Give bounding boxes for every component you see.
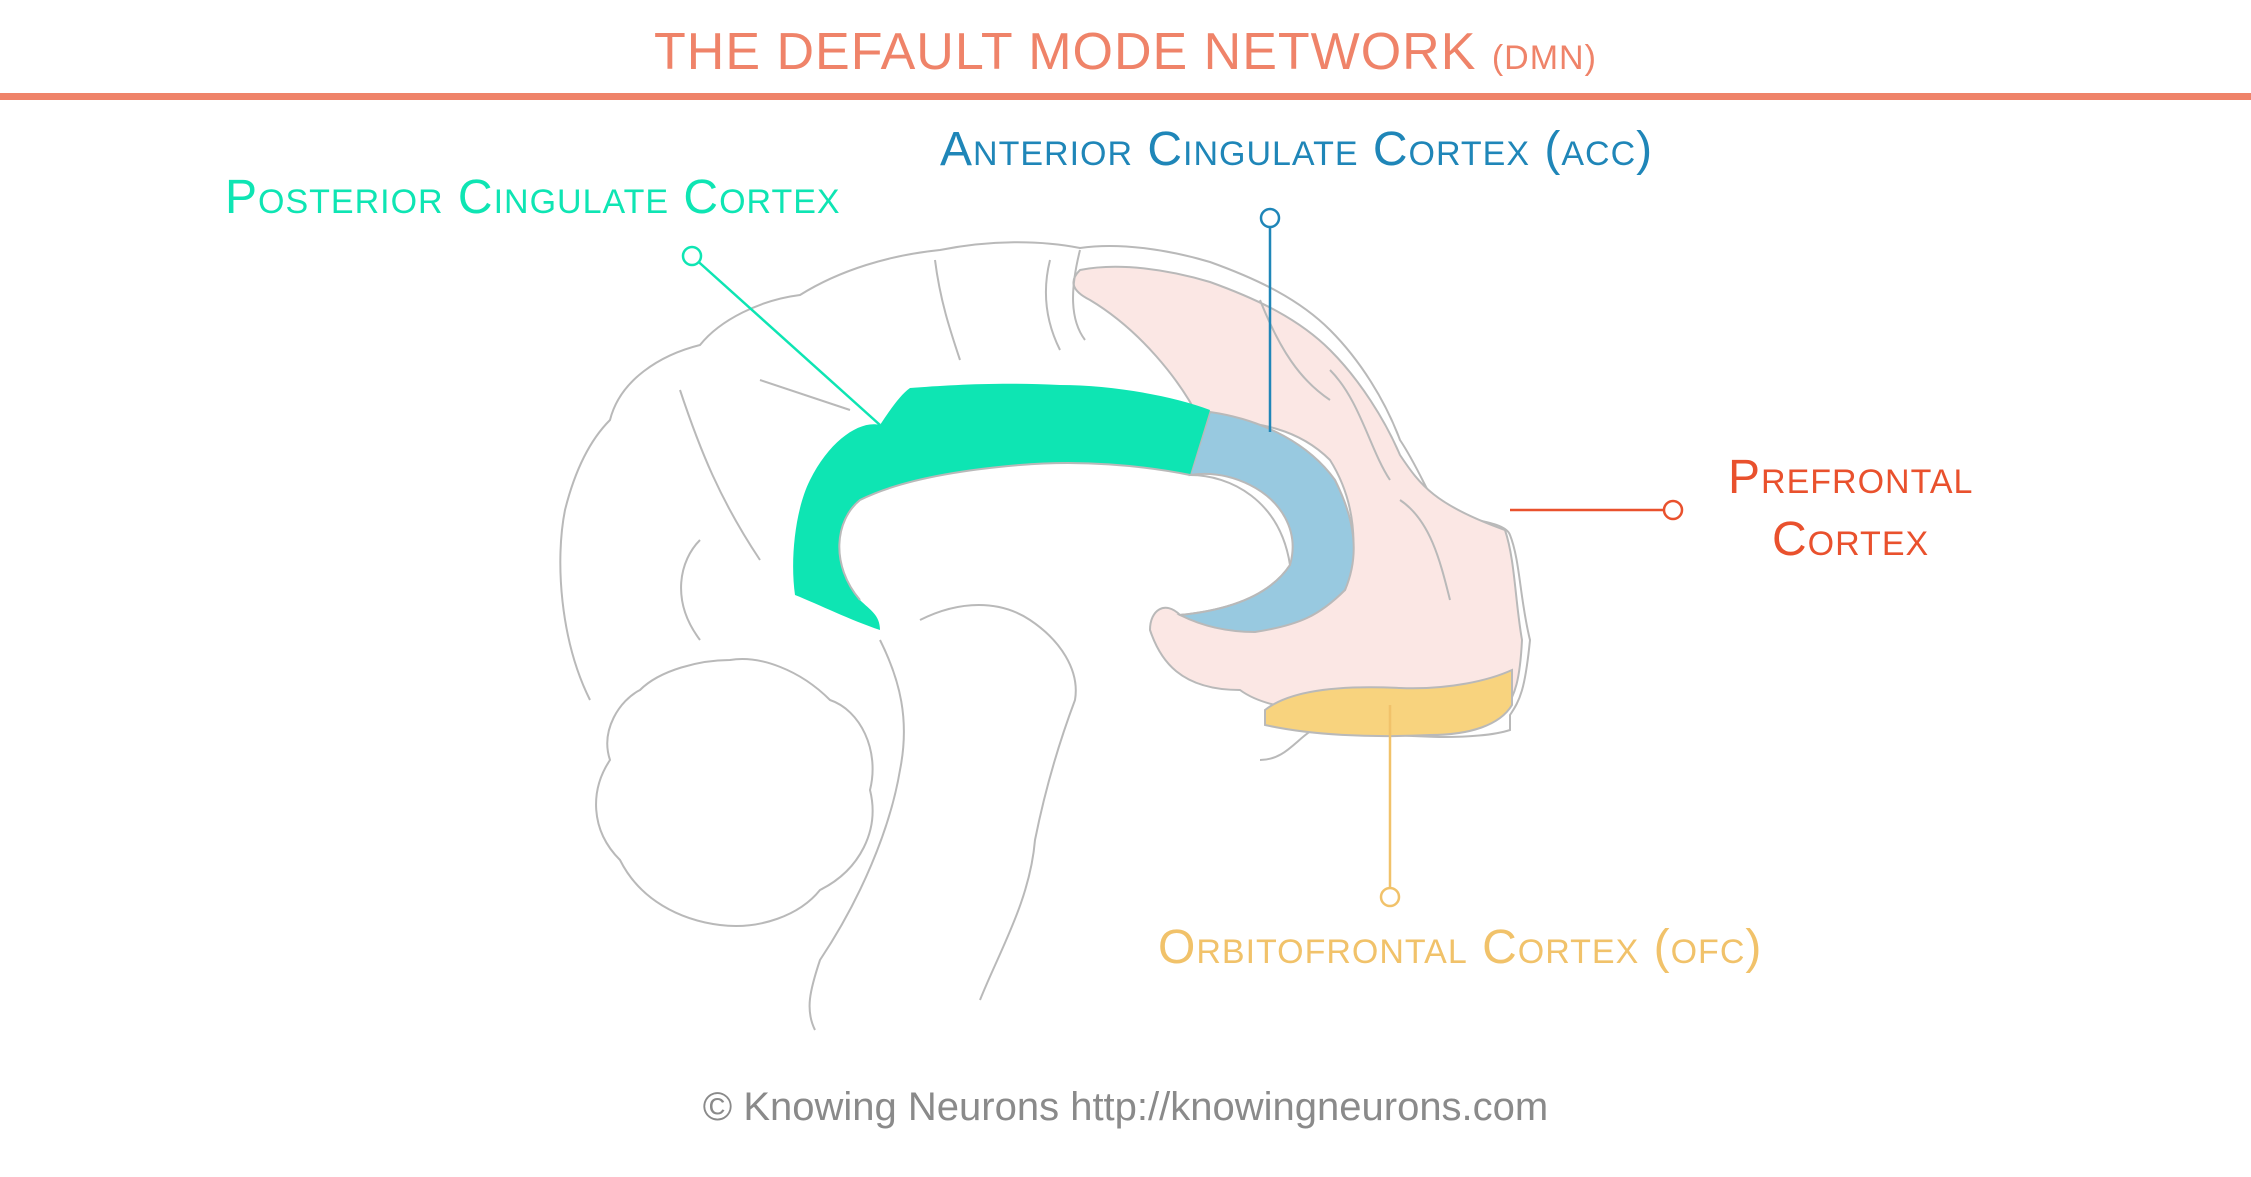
acc-label: Anterior Cingulate Cortex (acc) [940,123,1654,176]
ofc-region [1264,668,1513,738]
pcc-label: Posterior Cingulate Cortex [225,171,841,224]
pcc-region [793,383,1210,630]
pfc-leader-dot [1662,499,1684,521]
sulci-lines [679,249,1451,641]
corpus-callosum-outline [838,462,1292,616]
pfc-label-line2: Cortex [1772,513,1930,566]
pcc-leader-dot [681,245,703,267]
page-title: THE DEFAULT MODE NETWORK (DMN) [0,22,2251,82]
brainstem-outline [808,604,1077,1031]
title-rule [0,93,2251,100]
cerebellum-outline [595,658,874,927]
acc-leader-dot [1259,207,1281,229]
title-abbr: (DMN) [1491,39,1597,77]
acc-region [1176,410,1355,634]
ofc-leader-dot [1379,886,1401,908]
pfc-label-line1: Prefrontal [1728,451,1974,504]
footer-credit: © Knowing Neurons http://knowingneurons.… [702,1085,1549,1129]
pcc-leader-line [691,255,881,426]
ofc-label: Orbitofrontal Cortex (ofc) [1158,921,1763,974]
brain-outline [559,241,1532,761]
title-main: THE DEFAULT MODE NETWORK [654,23,1477,81]
